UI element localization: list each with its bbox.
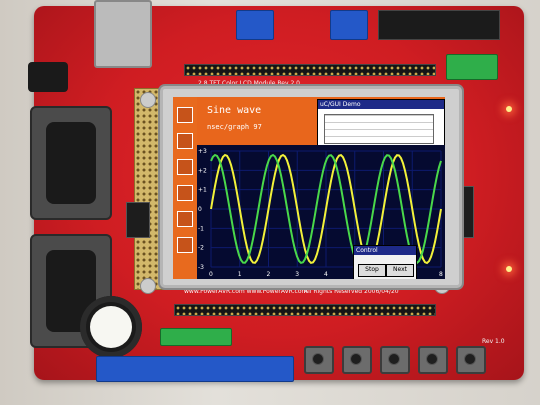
screw-bottom-left	[140, 278, 156, 294]
push-button-1[interactable]	[304, 346, 334, 374]
next-button[interactable]: Next	[386, 264, 414, 277]
serial-port-1	[30, 106, 112, 220]
pin-header-top	[184, 64, 436, 76]
lcd-subtitle: nsec/graph 97	[207, 123, 262, 131]
terminal-block-top-2	[330, 10, 368, 40]
silk-website: www.PowerAVR.com www.PowerAVR.com	[184, 288, 308, 295]
green-jumpers-bottom	[160, 328, 232, 346]
y-tick-label: -3	[198, 264, 204, 271]
lcd-module: Sine wave nsec/graph 97 uC/GUI Demo 0 1 2 3…	[160, 86, 462, 288]
silk-rev: Rev 1.0	[482, 338, 505, 345]
demo-window-body	[324, 114, 434, 144]
push-button-4[interactable]	[418, 346, 448, 374]
y-tick-label: +1	[198, 187, 207, 194]
silk-module-label: 2.8 TFT Color LCD Module Rev 2.0	[198, 80, 300, 87]
push-button-2[interactable]	[342, 346, 372, 374]
x-tick-label: 0	[209, 271, 213, 278]
sine-series-green	[210, 153, 442, 265]
screw-top-left	[140, 92, 156, 108]
push-button-3[interactable]	[380, 346, 410, 374]
lcd-title: Sine wave	[207, 105, 262, 116]
y-tick-label: 0	[198, 206, 202, 213]
x-tick-label: 4	[324, 271, 328, 278]
led-red-top	[506, 106, 512, 112]
max232-ic	[126, 202, 150, 238]
control-window[interactable]: Control Stop Next	[353, 245, 417, 279]
jtag-header	[378, 10, 500, 40]
chart-icon[interactable]	[177, 211, 193, 227]
lcd-header: Sine wave nsec/graph 97 uC/GUI Demo	[197, 97, 445, 149]
silk-copyright: All Rights Reserved 2006/04/20	[304, 288, 399, 295]
lcd-toolbar	[173, 97, 197, 279]
y-tick-label: +3	[198, 148, 207, 155]
x-tick-label: 2	[267, 271, 271, 278]
led-red-bottom	[506, 266, 512, 272]
green-connector-right	[446, 54, 498, 80]
grid-icon[interactable]	[177, 185, 193, 201]
demo-window-title: uC/GUI Demo	[318, 100, 444, 109]
power-jack	[28, 62, 68, 92]
x-tick-label: 8	[439, 271, 443, 278]
control-window-title: Control	[354, 246, 416, 255]
x-tick-label: 3	[295, 271, 299, 278]
arrow-icon[interactable]	[177, 107, 193, 123]
zoom-icon[interactable]	[177, 237, 193, 253]
lcd-screen[interactable]: Sine wave nsec/graph 97 uC/GUI Demo 0 1 2 3…	[173, 97, 445, 279]
stop-button[interactable]: Stop	[358, 264, 386, 277]
demo-window[interactable]: uC/GUI Demo	[317, 99, 445, 149]
y-tick-label: +2	[198, 167, 207, 174]
terminal-block-bottom	[96, 356, 294, 382]
window-icon[interactable]	[177, 133, 193, 149]
usb-connector	[94, 0, 152, 68]
resize-icon[interactable]	[177, 159, 193, 175]
push-button-5[interactable]	[456, 346, 486, 374]
y-tick-label: -2	[198, 245, 204, 252]
pin-header-bottom	[174, 304, 436, 316]
terminal-block-top-1	[236, 10, 274, 40]
y-tick-label: -1	[198, 225, 204, 232]
x-tick-label: 1	[238, 271, 242, 278]
buzzer	[80, 296, 142, 358]
